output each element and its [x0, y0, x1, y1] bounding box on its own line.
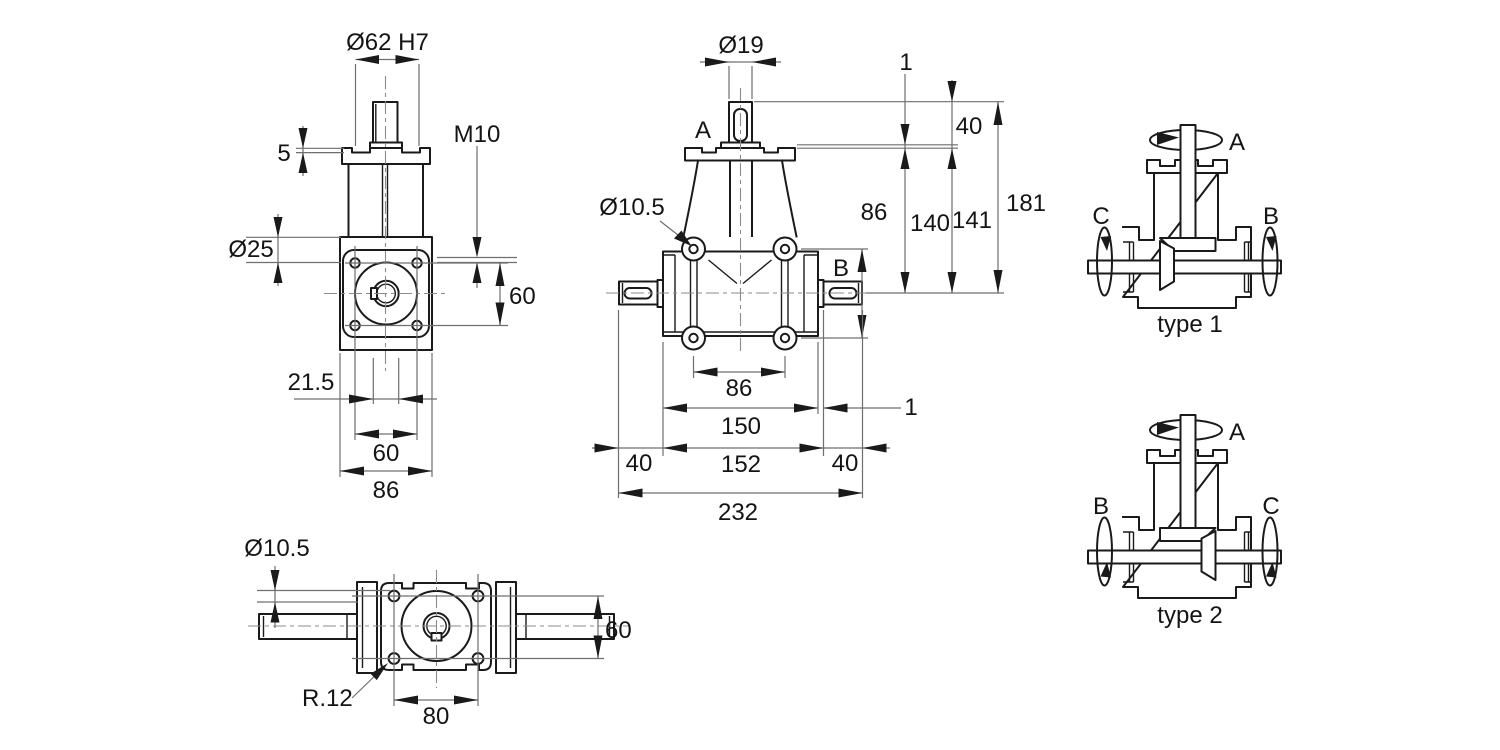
axis-b-label: B [833, 255, 849, 282]
dim-dia62-label: Ø62 H7 [346, 29, 429, 56]
type1-a-label: A [1229, 129, 1245, 156]
rotation-c-arrow-icon [1266, 562, 1277, 578]
top-view: Ø10.5 60 R.12 80 [244, 535, 631, 730]
dim-v86-label: 86 [861, 199, 888, 226]
rotation-b-arc [1261, 226, 1279, 297]
housing [1122, 172, 1252, 309]
dim-v140-label: 140 [910, 210, 950, 237]
dim-m10: M10 [437, 121, 517, 288]
dim-dia62: Ø62 H7 [346, 29, 429, 146]
dim-v40-label: 40 [956, 113, 983, 140]
dim-h86-label: 86 [373, 477, 400, 504]
type1-schematic: A C B type 1 [1087, 124, 1282, 338]
dim-h60-label: 60 [373, 440, 400, 467]
dim-r12-label: R.12 [302, 685, 353, 712]
dim-height-stack: 1 40 140 141 181 [754, 49, 1046, 294]
rotation-a-arrow-icon [1157, 422, 1179, 435]
dim-v60-label: 60 [509, 283, 536, 310]
pinion-gear [1200, 530, 1217, 581]
type2-c-label: C [1262, 493, 1279, 520]
dim-dia19-label: Ø19 [718, 32, 763, 59]
rotation-b-arrow-icon [1100, 562, 1111, 578]
horizontal-shaft [1087, 259, 1282, 275]
rotation-c-arrow-icon [1100, 236, 1111, 251]
dim-h86: 86 [339, 353, 433, 504]
dim-v60: 60 [495, 263, 536, 326]
dim-215: 21.5 [288, 358, 437, 404]
dim-r12: R.12 [302, 663, 388, 712]
dim-dia105-front-label: Ø10.5 [599, 194, 664, 221]
dim-v181-label: 181 [1006, 190, 1046, 217]
type2-caption: type 2 [1157, 602, 1222, 629]
dim-lip5: 5 [277, 126, 344, 176]
dim-m10-label: M10 [454, 121, 501, 148]
dim-dia19: Ø19 [700, 32, 781, 99]
dim-h80-label: 80 [423, 703, 450, 730]
side-view: Ø62 H7 5 M10 Ø25 60 [228, 29, 535, 504]
dim-dia105-top: Ø10.5 [244, 535, 390, 628]
dim-v60-top: 60 [593, 596, 632, 659]
type2-schematic: A B C type 2 [1087, 414, 1282, 629]
dim-gap1-label: 1 [899, 49, 912, 76]
dim-gap1r-label: 1 [904, 394, 917, 421]
dim-dia25: Ø25 [228, 214, 341, 286]
dim-h40r-label: 40 [832, 450, 859, 477]
type2-a-label: A [1229, 419, 1245, 446]
vertical-shaft [1179, 414, 1197, 530]
dim-215-label: 21.5 [288, 369, 335, 396]
horizontal-shaft [1087, 549, 1282, 565]
dim-width-stack: 86 150 1 40 152 40 232 [592, 310, 918, 526]
dim-v86: 86 [801, 199, 888, 339]
type1-c-label: C [1092, 203, 1109, 230]
housing [1122, 462, 1252, 599]
axis-a-label: A [695, 117, 711, 144]
dim-dia25-label: Ø25 [228, 236, 273, 263]
front-view: Ø19 A B Ø10.5 86 1 [592, 32, 1046, 526]
vertical-shaft [1179, 124, 1197, 240]
dim-dia105-top-label: Ø10.5 [244, 535, 309, 562]
type1-b-label: B [1263, 203, 1279, 230]
dim-h232-label: 232 [718, 499, 758, 526]
rotation-b-arrow-icon [1266, 236, 1277, 251]
dim-h86-label: 86 [726, 375, 753, 402]
dim-lip5-label: 5 [277, 140, 290, 167]
dim-h40l-label: 40 [626, 450, 653, 477]
dim-dia105-front: Ø10.5 [599, 194, 692, 246]
dim-h80: 80 [394, 695, 478, 730]
dim-h60: 60 [355, 429, 417, 467]
dim-v60-top-label: 60 [605, 617, 632, 644]
dim-v141-label: 141 [952, 207, 992, 234]
rotation-b-arc [1096, 516, 1113, 587]
pinion-gear [1159, 240, 1175, 291]
type2-b-label: B [1093, 493, 1109, 520]
rotation-c-arc [1096, 226, 1113, 297]
dim-h152-label: 152 [721, 451, 761, 478]
type1-caption: type 1 [1157, 311, 1222, 338]
dim-h150-label: 150 [721, 413, 761, 440]
rotation-a-arrow-icon [1157, 132, 1179, 145]
rotation-c-arc [1261, 516, 1279, 587]
